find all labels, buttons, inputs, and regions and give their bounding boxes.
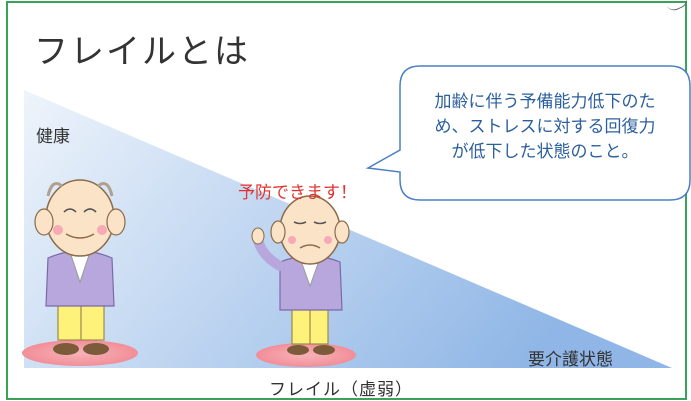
bubble-text: 加齢に伴う予備能力低下のた め、ストレスに対する回復力 が低下した状態のこと。 [410, 90, 680, 165]
speech-bubble [365, 65, 691, 201]
frailty-caption: フレイル（虚弱） [269, 380, 413, 400]
elderly-man-healthy-icon [22, 179, 138, 366]
page-title: フレイルとは [34, 32, 250, 72]
bubble-line-3: が低下した状態のこと。 [451, 142, 639, 162]
healthy-label: 健康 [36, 127, 70, 147]
elderly-man-frail-icon [251, 195, 356, 367]
care-needed-label: 要介護状態 [528, 350, 613, 370]
bubble-line-2: め、ストレスに対する回復力 [434, 117, 656, 137]
bubble-line-1: 加齢に伴う予備能力低下のた [434, 92, 656, 112]
prevent-label: 予防できます！ [238, 183, 357, 203]
